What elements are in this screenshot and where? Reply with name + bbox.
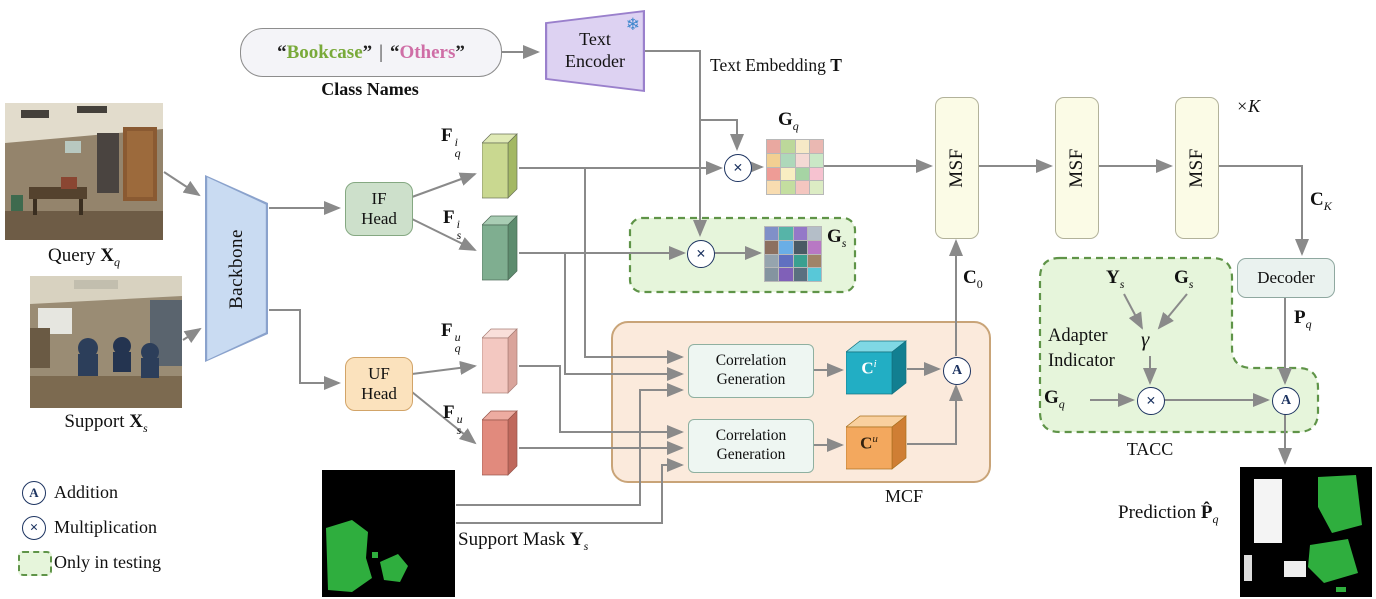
correlation-cube-ci: [846, 340, 908, 395]
legend-only-testing-label: Only in testing: [54, 552, 161, 572]
prediction-image: [1240, 467, 1372, 597]
class-separator: |: [379, 41, 383, 63]
add-operator-mcf: A: [943, 357, 971, 385]
text-encoder-block: Text Encoder ❄: [545, 10, 645, 92]
g-q-grid: [766, 139, 824, 195]
mcf-label: MCF: [885, 486, 924, 506]
feature-block-f-su: [482, 410, 518, 476]
legend-addition-label: Addition: [54, 482, 119, 502]
c-u-label: Cu: [860, 433, 878, 453]
c-i-label: Ci: [861, 358, 877, 378]
others-name: Others: [399, 41, 456, 63]
text-encoder-line1: Text: [579, 29, 611, 50]
c-k-label: CK: [1310, 189, 1332, 213]
support-image: [30, 276, 182, 408]
class-names-pill: “Bookcase” | “Others”: [240, 28, 502, 77]
query-image: [5, 103, 163, 240]
multiply-operator-tacc: ×: [1137, 387, 1165, 415]
backbone-block: Backbone: [205, 175, 268, 362]
backbone-label: Backbone: [225, 228, 247, 309]
prediction-label: Prediction P̂q: [1118, 502, 1219, 526]
decoder-block: Decoder: [1237, 258, 1335, 298]
tacc-g-q-label: Gq: [1044, 387, 1065, 411]
tacc-label: TACC: [1126, 439, 1174, 459]
gamma-label: γ: [1141, 327, 1150, 351]
arrows: [163, 45, 1309, 524]
legend-addition-icon: A: [22, 481, 46, 505]
tacc-region: [1038, 256, 1320, 434]
multiply-operator-gs: ×: [687, 240, 715, 268]
msf-repeat-label: ×K: [1236, 96, 1261, 116]
msf-block-2: MSF: [1055, 97, 1099, 239]
bookcase-name: Bookcase: [286, 41, 363, 63]
add-operator-prediction: A: [1272, 387, 1300, 415]
correlation-cube-cu: [846, 415, 908, 470]
g-s-label: Gs: [827, 226, 847, 250]
support-mask-image: [322, 470, 455, 597]
text-encoder-line2: Encoder: [565, 51, 625, 71]
msf-block-3: MSF: [1175, 97, 1219, 239]
tacc-g-s-label: Gs: [1174, 267, 1194, 291]
legend-only-testing-icon: [18, 551, 52, 576]
text-embedding-label: Text Embedding T: [710, 55, 842, 75]
feature-block-f-si: [482, 215, 518, 281]
g-s-grid: [764, 226, 822, 282]
feature-block-f-qi: [482, 133, 518, 199]
p-q-label: Pq: [1294, 307, 1312, 331]
bookcase-phrase: “Bookcase”: [277, 41, 373, 63]
others-phrase: “Others”: [389, 41, 465, 63]
feature-block-f-qu: [482, 328, 518, 394]
class-names-label: Class Names: [321, 79, 419, 99]
support-label: Support Xs: [64, 411, 148, 435]
support-mask-label: Support Mask Ys: [458, 529, 589, 553]
legend-multiplication-icon: ×: [22, 516, 46, 540]
tacc-y-s-label: Ys: [1106, 267, 1125, 291]
query-label: Query Xq: [48, 245, 120, 269]
c-0-label: C0: [963, 267, 983, 291]
multiply-operator-gq: ×: [724, 154, 752, 182]
snowflake-icon: ❄: [625, 15, 640, 34]
msf-block-1: MSF: [935, 97, 979, 239]
legend-multiplication-label: Multiplication: [54, 517, 157, 537]
g-q-label: Gq: [778, 109, 799, 133]
